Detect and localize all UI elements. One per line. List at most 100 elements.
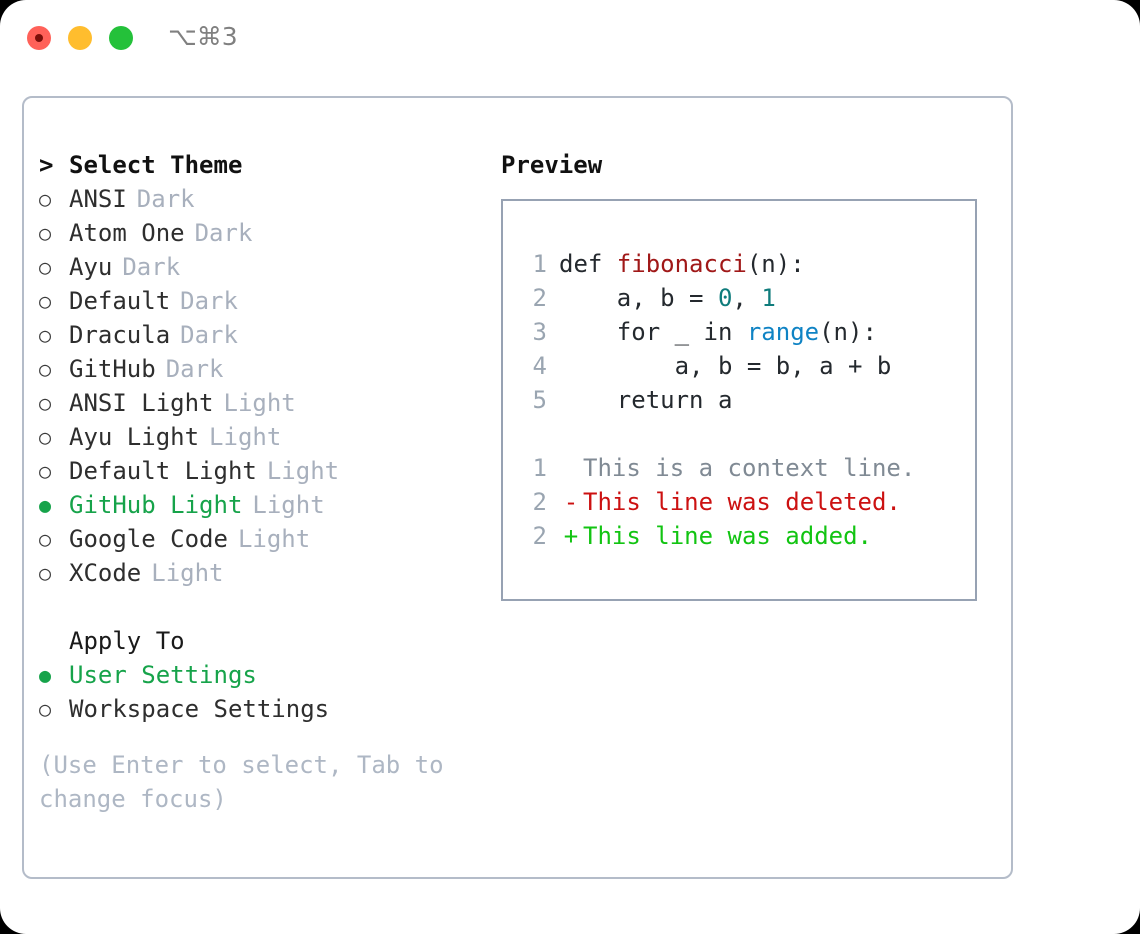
code-token-number: 0	[717, 284, 733, 312]
radio-unselected-icon[interactable]: ○	[39, 221, 52, 245]
minimize-button[interactable]	[68, 26, 92, 50]
theme-option-label: GitHub	[69, 355, 156, 383]
theme-option-xcode[interactable]: ○ XCode Light	[39, 556, 489, 590]
code-diff-separator	[521, 417, 975, 451]
apply-to-heading: · Apply To	[39, 624, 489, 658]
theme-option-ayu-light[interactable]: ○ Ayu Light Light	[39, 420, 489, 454]
radio-unselected-icon[interactable]: ○	[39, 289, 52, 313]
theme-option-github-light[interactable]: ● GitHub Light Light	[39, 488, 489, 522]
diff-text: This line was added.	[583, 522, 872, 550]
theme-option-atom-one[interactable]: ○ Atom One Dark	[39, 216, 489, 250]
theme-option-label: Ayu Light	[69, 423, 200, 451]
code-token-builtin: range	[746, 318, 820, 346]
code-token: (n):	[746, 250, 805, 278]
line-number: 3	[532, 318, 547, 346]
apply-to-option-user-settings[interactable]: ● User Settings	[39, 658, 489, 692]
theme-option-tag: Light	[266, 457, 340, 485]
radio-selected-icon[interactable]: ●	[39, 493, 52, 517]
theme-option-tag: Light	[237, 525, 311, 553]
radio-unselected-icon[interactable]: ○	[39, 323, 52, 347]
apply-to-option-workspace-settings[interactable]: ○ Workspace Settings	[39, 692, 489, 726]
diff-marker-minus: -	[563, 488, 579, 516]
apply-to-option-label: User Settings	[69, 661, 257, 689]
code-line: 5 return a	[521, 383, 975, 417]
theme-option-tag: Light	[252, 491, 325, 519]
code-line: 1 def fibonacci(n):	[521, 247, 975, 281]
title-bar: ⌥⌘3	[0, 0, 1140, 78]
theme-option-label: Default	[69, 287, 171, 315]
apply-to-heading-label: Apply To	[69, 627, 185, 655]
code-token-function: fibonacci	[616, 250, 747, 278]
theme-option-github[interactable]: ○ GitHub Dark	[39, 352, 489, 386]
theme-option-ansi[interactable]: ○ ANSI Dark	[39, 182, 489, 216]
preview-column: Preview 1 def fibonacci(n): 2 a, b = 0, …	[501, 148, 1001, 601]
line-number: 2	[532, 488, 547, 516]
diff-line-added: 2 + This line was added.	[521, 519, 975, 553]
window-controls	[27, 26, 133, 50]
theme-option-tag: Dark	[180, 321, 238, 349]
radio-unselected-icon[interactable]: ○	[39, 527, 52, 551]
preview-title: Preview	[501, 151, 603, 179]
theme-option-tag: Dark	[122, 253, 181, 281]
theme-option-label: Dracula	[69, 321, 171, 349]
diff-marker-plus: +	[563, 522, 579, 550]
line-number: 2	[532, 522, 547, 550]
theme-option-default-light[interactable]: ○ Default Light Light	[39, 454, 489, 488]
theme-option-dracula[interactable]: ○ Dracula Dark	[39, 318, 489, 352]
diff-text: This is a context line.	[583, 454, 916, 482]
diff-marker	[559, 451, 583, 485]
theme-option-label: Default Light	[69, 457, 257, 485]
theme-option-tag: Dark	[136, 185, 195, 213]
theme-option-label: ANSI	[69, 185, 127, 213]
line-number: 2	[532, 284, 547, 312]
close-button[interactable]	[27, 26, 51, 50]
theme-option-tag: Light	[209, 423, 282, 451]
radio-unselected-icon[interactable]: ○	[39, 459, 52, 483]
code-line: 4 a, b = b, a + b	[521, 349, 975, 383]
radio-unselected-icon[interactable]: ○	[39, 425, 52, 449]
theme-option-default[interactable]: ○ Default Dark	[39, 284, 489, 318]
zoom-button[interactable]	[109, 26, 133, 50]
theme-option-tag: Dark	[180, 287, 238, 315]
radio-unselected-icon[interactable]: ○	[39, 697, 52, 721]
diff-line-deleted: 2 - This line was deleted.	[521, 485, 975, 519]
theme-option-tag: Dark	[165, 355, 224, 383]
diff-line-context: 1 This is a context line.	[521, 451, 975, 485]
select-theme-heading-label: Select Theme	[69, 151, 243, 179]
radio-selected-icon[interactable]: ●	[39, 663, 52, 687]
code-token: a, b =	[559, 284, 718, 312]
list-spacer	[39, 590, 489, 624]
cursor-icon: >	[39, 151, 54, 179]
theme-option-ayu[interactable]: ○ Ayu Dark	[39, 250, 489, 284]
line-number: 1	[532, 454, 547, 482]
line-number: 4	[532, 352, 547, 380]
theme-option-label: Atom One	[69, 219, 185, 247]
code-token: return a	[559, 386, 733, 414]
line-number: 1	[532, 250, 547, 278]
radio-unselected-icon[interactable]: ○	[39, 391, 52, 415]
theme-option-tag: Light	[223, 389, 296, 417]
apply-to-option-label: Workspace Settings	[69, 695, 330, 723]
radio-unselected-icon[interactable]: ○	[39, 187, 52, 211]
code-token: ,	[732, 284, 762, 312]
radio-unselected-icon[interactable]: ○	[39, 255, 52, 279]
theme-option-google-code[interactable]: ○ Google Code Light	[39, 522, 489, 556]
code-token-number: 1	[761, 284, 776, 312]
theme-option-label: Ayu	[69, 253, 113, 281]
code-line: 2 a, b = 0, 1	[521, 281, 975, 315]
preview-box: 1 def fibonacci(n): 2 a, b = 0, 1 3 for …	[501, 199, 977, 601]
diff-text: This line was deleted.	[583, 488, 901, 516]
theme-option-label: ANSI Light	[69, 389, 214, 417]
code-token: a, b = b, a + b	[559, 352, 892, 380]
blank-marker: ·	[39, 624, 69, 658]
keyboard-hint-text: (Use Enter to select, Tab to change focu…	[39, 751, 444, 813]
radio-unselected-icon[interactable]: ○	[39, 357, 52, 381]
theme-option-label: XCode	[69, 559, 142, 587]
theme-option-tag: Light	[151, 559, 224, 587]
main-panel: > Select Theme ○ ANSI Dark ○ Atom One Da…	[22, 96, 1013, 879]
theme-option-ansi-light[interactable]: ○ ANSI Light Light	[39, 386, 489, 420]
code-line: 3 for _ in range(n):	[521, 315, 975, 349]
radio-unselected-icon[interactable]: ○	[39, 561, 52, 585]
select-theme-heading: > Select Theme	[39, 148, 489, 182]
